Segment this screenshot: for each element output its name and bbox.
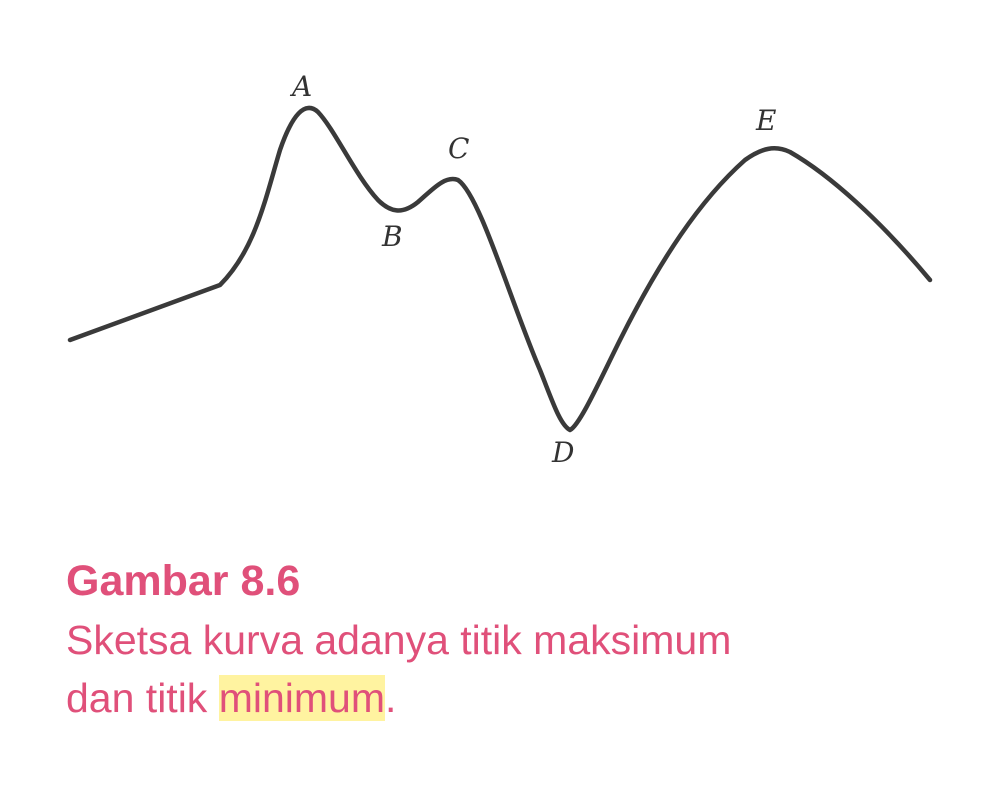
point-label-a: A bbox=[289, 70, 312, 103]
caption-line-2-prefix: dan titik bbox=[66, 675, 219, 721]
caption-title: Gambar 8.6 bbox=[66, 557, 301, 605]
caption-line-1: Sketsa kurva adanya titik maksimum bbox=[66, 617, 732, 663]
curve-line bbox=[67, 105, 933, 433]
point-label-e: E bbox=[755, 104, 776, 137]
figure-caption: Gambar 8.6 Sketsa kurva adanya titik mak… bbox=[66, 555, 966, 727]
caption-body: Sketsa kurva adanya titik maksimum dan t… bbox=[66, 611, 966, 727]
caption-line-2-suffix: . bbox=[385, 675, 397, 721]
point-label-d: D bbox=[551, 436, 574, 469]
point-label-b: B bbox=[381, 220, 403, 253]
curve-figure: A B C D E bbox=[67, 70, 933, 469]
caption-highlighted-word: minimum bbox=[218, 675, 385, 721]
point-label-c: C bbox=[448, 132, 469, 165]
